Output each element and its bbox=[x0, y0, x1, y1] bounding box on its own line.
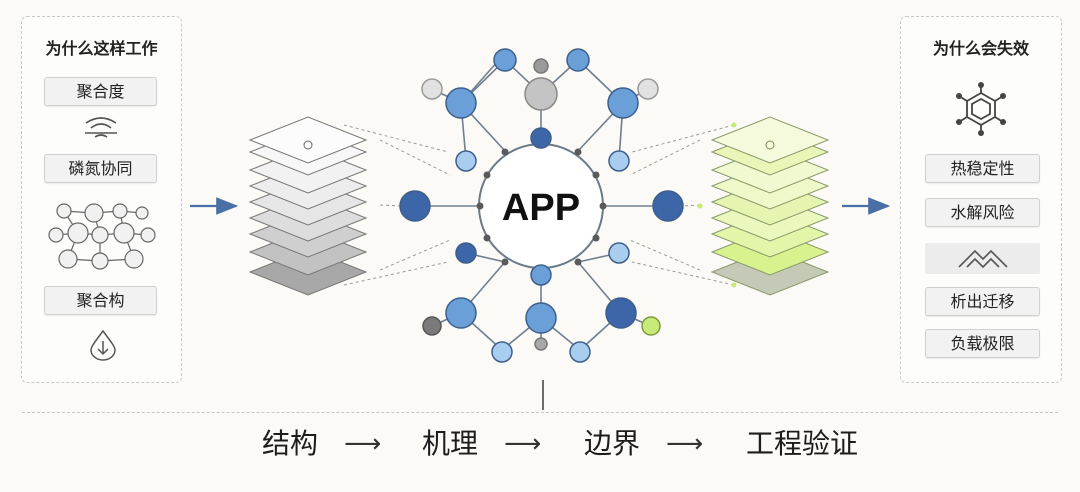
mountain-peaks-icon bbox=[958, 249, 1008, 269]
chip-polymer-structure: 聚合构 bbox=[44, 286, 157, 315]
wifi-waves-icon bbox=[85, 117, 117, 138]
right-panel: 为什么会失效 热稳定性 水解风险 析出迁移 负载极限 bbox=[900, 16, 1062, 383]
chip-migration: 析出迁移 bbox=[925, 287, 1040, 316]
flow-step-boundary: 边界 bbox=[584, 427, 641, 460]
flow-arrow-1: ⟶ bbox=[344, 429, 382, 459]
flow-divider-line bbox=[22, 412, 1058, 413]
app-diagram: APP bbox=[190, 48, 891, 363]
flow-step-structure: 结构 bbox=[262, 427, 319, 460]
mountain-icon-box bbox=[925, 243, 1040, 274]
flow-arrow-3: ⟶ bbox=[666, 429, 704, 459]
chip-pn-synergy: 磷氮协同 bbox=[44, 154, 157, 183]
app-label: APP bbox=[502, 187, 580, 229]
left-layer-stack bbox=[248, 116, 368, 296]
right-panel-title: 为什么会失效 bbox=[932, 39, 1029, 58]
chip-load-limit: 负载极限 bbox=[925, 329, 1040, 358]
chip-thermal-stability: 热稳定性 bbox=[925, 154, 1040, 183]
chip-polymerization-degree: 聚合度 bbox=[44, 77, 157, 106]
flow-step-mechanism: 机理 bbox=[422, 427, 479, 460]
flow-arrow-2: ⟶ bbox=[504, 429, 542, 459]
drop-down-arrow-icon bbox=[90, 329, 116, 361]
flow-step-engineering-validation: 工程验证 bbox=[746, 427, 859, 460]
network-nodes bbox=[399, 48, 684, 363]
left-panel-title: 为什么这样工作 bbox=[45, 39, 158, 58]
flow-connector-tick bbox=[542, 380, 544, 410]
right-layer-stack bbox=[710, 116, 830, 296]
left-panel: 为什么这样工作 聚合度 磷氮协同 聚合构 bbox=[21, 16, 182, 383]
lime-dots bbox=[697, 122, 737, 288]
chip-hydrolysis-risk: 水解风险 bbox=[925, 198, 1040, 227]
molecule-network-icon bbox=[48, 203, 156, 270]
hexagon-molecule-icon bbox=[956, 82, 1006, 136]
dotted-guides bbox=[343, 124, 735, 286]
